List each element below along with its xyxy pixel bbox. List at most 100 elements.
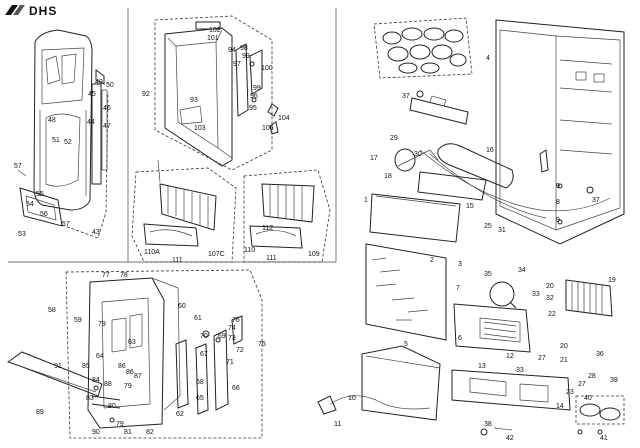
label-78: 78: [120, 272, 128, 279]
label-5: 5: [404, 341, 408, 348]
label-70: 70: [200, 333, 208, 340]
label-97: 97: [233, 61, 241, 68]
label-31: 31: [498, 227, 506, 234]
label-34: 34: [518, 267, 526, 274]
label-15: 15: [466, 203, 474, 210]
label-20b: 20: [560, 343, 568, 350]
label-93: 93: [190, 97, 198, 104]
label-46: 46: [103, 105, 111, 112]
dhs-logo-mark: [5, 5, 25, 15]
lower-frame-assembly: [6, 269, 263, 439]
label-79b: 79: [124, 383, 132, 390]
label-57a: 57: [14, 163, 22, 170]
label-87: 87: [134, 373, 142, 380]
label-82: 82: [146, 429, 154, 436]
label-76: 76: [232, 317, 240, 324]
label-79a: 79: [98, 321, 106, 328]
label-69: 69: [218, 333, 226, 340]
label-88: 88: [104, 381, 112, 388]
label-67: 67: [200, 351, 208, 358]
front-grill-assembly: [17, 29, 109, 239]
surround-frame-assembly: [154, 15, 279, 171]
label-43: 43: [92, 229, 100, 236]
label-99a: 99: [242, 53, 250, 60]
label-23: 23: [566, 389, 574, 396]
grate-assembly-left: [131, 159, 237, 263]
label-110: 110: [244, 247, 255, 254]
label-4: 4: [486, 55, 490, 62]
label-72: 72: [236, 347, 244, 354]
label-20: 20: [546, 283, 554, 290]
label-44: 44: [87, 119, 95, 126]
label-86a: 86: [118, 363, 126, 370]
label-48: 48: [48, 117, 56, 124]
label-92: 92: [142, 91, 150, 98]
label-95: 95: [249, 105, 257, 112]
label-9b: 9: [556, 217, 560, 224]
label-3: 3: [458, 261, 462, 268]
label-54: 54: [26, 201, 34, 208]
label-21: 21: [560, 357, 568, 364]
label-13: 13: [478, 363, 486, 370]
label-99b: 99: [253, 85, 261, 92]
label-52: 52: [64, 139, 72, 146]
label-75: 75: [258, 341, 266, 348]
label-66: 66: [232, 385, 240, 392]
label-2: 2: [430, 257, 434, 264]
label-22: 22: [548, 311, 556, 318]
label-27b: 27: [578, 381, 586, 388]
label-101: 101: [207, 35, 219, 42]
label-77: 77: [102, 272, 110, 279]
label-14: 14: [556, 403, 564, 410]
label-74: 74: [228, 325, 236, 332]
label-50: 50: [106, 82, 114, 89]
label-110a: 110A: [144, 249, 160, 256]
label-86b: 86: [126, 369, 134, 376]
label-29: 29: [390, 135, 398, 142]
grate-assembly-right: [243, 169, 331, 263]
label-12: 12: [506, 353, 514, 360]
label-79c: 79: [116, 421, 124, 428]
label-17: 17: [370, 155, 378, 162]
label-107c: 107C: [208, 251, 225, 258]
label-62: 62: [176, 411, 184, 418]
firebox-burner-assembly: [317, 17, 625, 436]
label-90: 90: [92, 429, 100, 436]
label-85: 85: [82, 363, 90, 370]
label-9a: 9: [556, 183, 560, 190]
label-84: 84: [92, 377, 100, 384]
label-103: 103: [194, 125, 206, 132]
label-111a: 111: [172, 257, 183, 264]
label-56: 56: [40, 211, 48, 218]
label-11: 11: [334, 421, 341, 428]
label-6: 6: [458, 335, 462, 342]
label-94: 94: [228, 47, 236, 54]
section-dividers: [8, 8, 337, 263]
label-57b: 57: [62, 221, 70, 228]
label-39: 39: [610, 377, 618, 384]
label-27a: 27: [538, 355, 546, 362]
label-100: 100: [261, 65, 273, 72]
label-58: 58: [48, 307, 56, 314]
label-60: 60: [178, 303, 186, 310]
label-68: 68: [196, 379, 204, 386]
label-35: 35: [484, 271, 492, 278]
label-32: 32: [546, 295, 554, 302]
dhs-logo: DHS: [4, 3, 66, 18]
label-1: 1: [364, 197, 368, 204]
label-104: 104: [278, 115, 290, 122]
label-96: 96: [250, 93, 258, 100]
label-80: 80: [108, 403, 116, 410]
label-65: 65: [196, 395, 204, 402]
label-63: 63: [128, 339, 136, 346]
label-33a: 33: [532, 291, 540, 298]
label-42: 42: [506, 435, 514, 442]
label-47: 47: [103, 123, 111, 130]
label-18: 18: [384, 173, 392, 180]
label-64: 64: [96, 353, 104, 360]
label-91: 91: [54, 363, 62, 370]
label-33b: 33: [516, 367, 524, 374]
label-98: 98: [240, 45, 248, 52]
label-81: 81: [124, 429, 132, 436]
label-37b: 37: [592, 197, 600, 204]
